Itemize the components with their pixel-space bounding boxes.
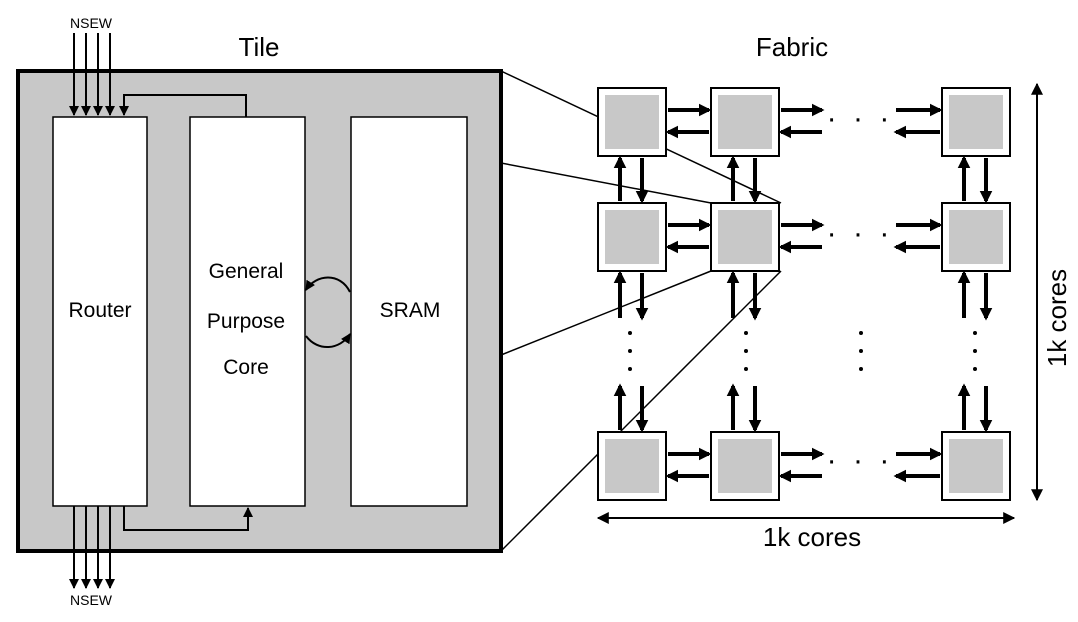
sram-block bbox=[350, 116, 468, 507]
core-sram-lower-arc bbox=[305, 333, 351, 348]
fabric-tile-core bbox=[949, 439, 1003, 493]
sram-label: SRAM bbox=[380, 299, 441, 322]
ports-bottom-arrows bbox=[69, 506, 115, 589]
router-block bbox=[52, 116, 148, 507]
height-dimension-label: 1k cores bbox=[1042, 269, 1072, 367]
fabric-tile-core bbox=[718, 95, 772, 149]
fabric-tile-core bbox=[605, 439, 659, 493]
ports-top-arrows bbox=[69, 33, 115, 116]
core-block bbox=[189, 116, 306, 507]
core-label-line3: Core bbox=[223, 356, 269, 379]
fabric-grid bbox=[597, 87, 1011, 501]
fabric-tile-core bbox=[605, 95, 659, 149]
fabric-tile-core bbox=[949, 95, 1003, 149]
ellipsis-row1: · · · bbox=[827, 102, 894, 135]
core-sram-upper-arc bbox=[305, 276, 351, 293]
router-to-core-arrow bbox=[123, 506, 253, 531]
core-to-router-arrow bbox=[119, 94, 247, 117]
fabric-tile-core bbox=[718, 210, 772, 264]
ellipsis-row2: · · · bbox=[827, 217, 894, 250]
fabric-title: Fabric bbox=[756, 32, 828, 62]
fabric-vertical-ellipses bbox=[628, 331, 977, 371]
fabric-tile-core bbox=[718, 439, 772, 493]
core-label-line2: Purpose bbox=[207, 310, 285, 333]
core-label-line1: General bbox=[209, 260, 284, 283]
ports-top-label: NSEW bbox=[70, 15, 113, 31]
ellipsis-row3: · · · bbox=[827, 444, 894, 477]
fabric-ellipses: · · · · · · · · · bbox=[827, 102, 894, 477]
fabric-tile-core bbox=[605, 210, 659, 264]
width-dimension-label: 1k cores bbox=[763, 522, 861, 552]
ports-bottom-label: NSEW bbox=[70, 592, 113, 608]
tile-title: Tile bbox=[239, 32, 280, 62]
fabric-tile-core bbox=[949, 210, 1003, 264]
router-label: Router bbox=[68, 299, 131, 322]
